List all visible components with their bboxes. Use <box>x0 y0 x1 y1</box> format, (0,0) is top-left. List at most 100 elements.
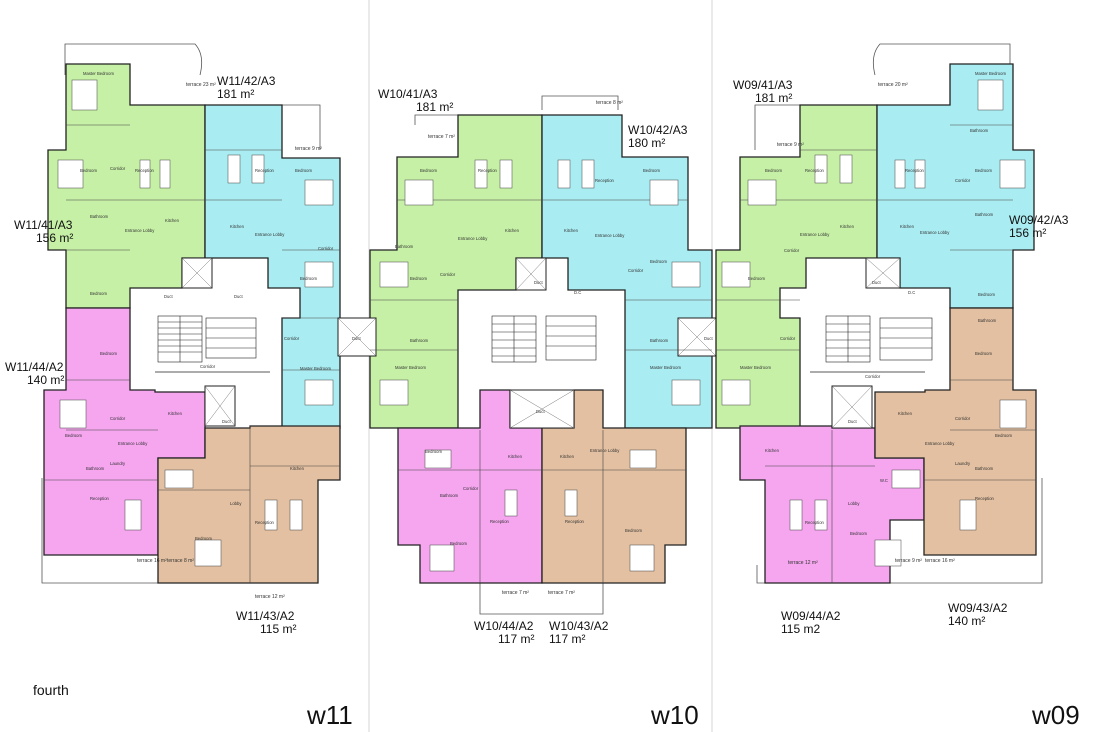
room-label: Corridor <box>780 336 796 341</box>
room-label: Bedroom <box>450 541 468 546</box>
unit-code: W11/42/A3 <box>217 74 276 88</box>
unit-code: W10/43/A2 <box>549 619 609 633</box>
room-label: Corridor <box>440 272 456 277</box>
room-label: Bedroom <box>80 168 98 173</box>
room-label: Kitchen <box>168 411 183 416</box>
room-label: Lobby <box>848 501 860 506</box>
room-label: Bedroom <box>765 168 783 173</box>
room-label: Corridor <box>200 364 216 369</box>
terrace-labels-w11: terrace 23 m² terrace 9 m² terrace 16 m²… <box>137 82 322 600</box>
partitions-w11 <box>44 124 340 583</box>
unit-code: W11/41/A3 <box>14 218 73 232</box>
unit-code: W09/43/A2 <box>948 601 1008 615</box>
room-label: Bedroom <box>425 449 443 454</box>
unit-w09-43-area <box>874 307 1037 556</box>
unit-label-w11-43: W11/43/A2 115 m² <box>236 610 296 636</box>
unit-label-w09-41: W09/41/A3 181 m² <box>733 79 792 105</box>
unit-label-w11-41: W11/41/A3 156 m² <box>14 219 73 245</box>
room-label: Kitchen <box>505 228 520 233</box>
stair-w11 <box>157 315 257 363</box>
room-label: Laundry <box>110 461 126 466</box>
building-w11-plan: Master Bedroom Bedroom Corridor Receptio… <box>41 43 341 600</box>
unit-label-w09-42: W09/42/A3 156 m² <box>1009 214 1068 240</box>
room-labels-w11: Master Bedroom Bedroom Corridor Receptio… <box>65 71 334 541</box>
room-label: Master Bedroom <box>975 71 1006 76</box>
room-label: Corridor <box>955 178 971 183</box>
unit-label-w09-43: W09/43/A2 140 m² <box>948 602 1007 628</box>
terrace-label: terrace 9 m² <box>895 558 922 564</box>
room-label: Entrance Lobby <box>255 232 285 237</box>
room-label: Entrance Lobby <box>118 441 148 446</box>
room-label: Master Bedroom <box>395 365 426 370</box>
room-label: Entrance Lobby <box>590 448 620 453</box>
furniture-w10 <box>379 159 701 572</box>
terrace-label: terrace 20 m² <box>878 82 908 88</box>
room-label: Master Bedroom <box>300 366 331 371</box>
room-label: Bedroom <box>978 292 996 297</box>
room-label: Reception <box>135 168 155 173</box>
room-label: Corridor <box>463 486 479 491</box>
unit-area: 117 m² <box>549 632 586 646</box>
room-label: Entrance Lobby <box>458 236 488 241</box>
room-label: Bedroom <box>195 536 213 541</box>
room-label: Reception <box>565 519 585 524</box>
room-label: Corridor <box>784 248 800 253</box>
room-label: Bedroom <box>410 276 428 281</box>
room-label: Bedroom <box>850 531 868 536</box>
unit-label-w11-42: W11/42/A3 181 m² <box>217 75 275 101</box>
terrace-labels-w10: terrace 7 m² terrace 8 m² terrace 7 m² t… <box>428 100 623 596</box>
partitions-w09 <box>716 124 1036 583</box>
room-label: Corridor <box>110 166 126 171</box>
partitions-w10 <box>370 199 712 583</box>
unit-label-w11-44: W11/44/A2 140 m² <box>5 361 64 387</box>
room-label: Bathroom <box>975 466 994 471</box>
building-w10-plan: Bedroom Reception Entrance Lobby Kitchen… <box>337 95 717 615</box>
room-label: Kitchen <box>165 218 180 223</box>
unit-label-w10-44: W10/44/A2 117 m² <box>474 620 534 646</box>
room-label: Duct <box>234 294 243 299</box>
room-label: Reception <box>805 520 825 525</box>
furniture-w09 <box>721 79 1027 567</box>
room-label: Duct <box>848 419 857 424</box>
room-label: Bathroom <box>440 493 459 498</box>
room-label: Master Bedroom <box>740 365 771 370</box>
unit-area: 156 m² <box>36 231 74 245</box>
room-label: Duct <box>352 336 361 341</box>
room-label: Bedroom <box>975 351 993 356</box>
room-label: Bathroom <box>395 244 414 249</box>
terrace-label: terrace 12 m² <box>255 594 285 600</box>
room-label: Corridor <box>284 336 300 341</box>
unit-code: W10/44/A2 <box>474 619 534 633</box>
room-label: Duct <box>222 419 231 424</box>
terrace-label: terrace 8 m² <box>167 558 194 564</box>
room-label: Bathroom <box>90 214 109 219</box>
unit-area: 181 m² <box>755 91 793 105</box>
floor-label: fourth <box>33 682 69 698</box>
building-w09-plan: Bedroom Reception Kitchen Entrance Lobby… <box>715 43 1043 584</box>
unit-code: W09/42/A3 <box>1009 213 1069 227</box>
unit-code: W10/42/A3 <box>628 123 688 137</box>
unit-code: W10/41/A3 <box>378 87 438 101</box>
unit-label-w10-43: W10/43/A2 117 m² <box>549 620 608 646</box>
room-label: Bathroom <box>978 318 997 323</box>
room-label: Kitchen <box>508 454 523 459</box>
unit-code: W11/44/A2 <box>5 360 64 374</box>
room-label: Kitchen <box>230 224 245 229</box>
terrace-label: terrace 16 m² <box>137 558 167 564</box>
room-label: Duct <box>704 336 713 341</box>
room-label: Bedroom <box>995 433 1013 438</box>
room-label: Reception <box>905 168 925 173</box>
unit-area: 115 m2 <box>781 622 821 636</box>
room-label: Bedroom <box>975 168 993 173</box>
unit-area: 180 m² <box>628 136 666 150</box>
terrace-label: terrace 12 m² <box>788 560 818 566</box>
room-label: Bedroom <box>625 528 643 533</box>
room-label: Bathroom <box>970 128 989 133</box>
room-label: Bedroom <box>100 351 118 356</box>
unit-label-w10-42: W10/42/A3 180 m² <box>628 124 687 150</box>
terrace-label: terrace 9 m² <box>777 142 804 148</box>
room-label: Kitchen <box>898 411 913 416</box>
room-label: Entrance Lobby <box>800 232 830 237</box>
room-label: Bathroom <box>86 466 105 471</box>
